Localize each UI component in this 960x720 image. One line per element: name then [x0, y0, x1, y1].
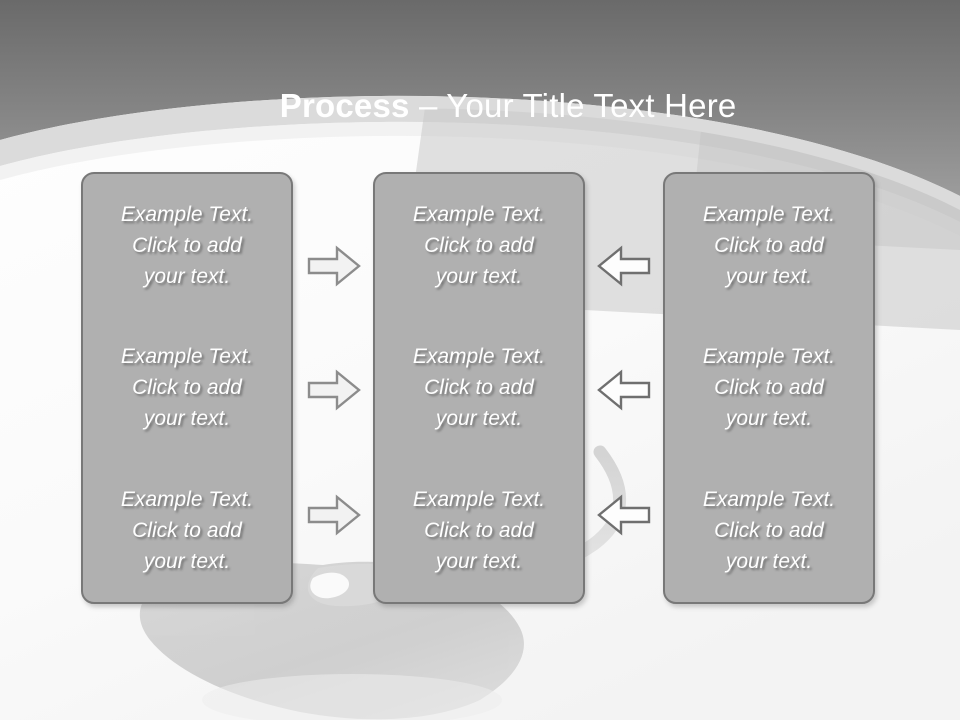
- mouse-shadow: [202, 674, 502, 720]
- process-column-middle[interactable]: Example Text. Click to add your text. Ex…: [373, 172, 585, 604]
- text-placeholder[interactable]: Example Text. Click to add your text.: [412, 488, 546, 574]
- arrow-right-icon[interactable]: [306, 243, 362, 289]
- text-placeholder[interactable]: Example Text. Click to add your text.: [412, 202, 546, 288]
- arrow-right-icon[interactable]: [306, 367, 362, 413]
- mouse-scroll-wheel: [310, 572, 350, 599]
- arrow-left-icon[interactable]: [596, 243, 652, 289]
- text-placeholder[interactable]: Example Text. Click to add your text.: [702, 488, 836, 574]
- header-band: [0, 0, 960, 196]
- process-column-right[interactable]: Example Text. Click to add your text. Ex…: [663, 172, 875, 604]
- text-placeholder[interactable]: Example Text. Click to add your text.: [702, 345, 836, 431]
- text-placeholder[interactable]: Example Text. Click to add your text.: [412, 345, 546, 431]
- arc-band-light: [0, 95, 960, 222]
- text-placeholder[interactable]: Example Text. Click to add your text.: [120, 488, 254, 574]
- text-placeholder[interactable]: Example Text. Click to add your text.: [120, 345, 254, 431]
- text-placeholder[interactable]: Example Text. Click to add your text.: [702, 202, 836, 288]
- process-column-left[interactable]: Example Text. Click to add your text. Ex…: [81, 172, 293, 604]
- arrow-right-icon[interactable]: [306, 492, 362, 538]
- text-placeholder[interactable]: Example Text. Click to add your text.: [120, 202, 254, 288]
- arrow-left-icon[interactable]: [596, 367, 652, 413]
- arrow-left-icon[interactable]: [596, 492, 652, 538]
